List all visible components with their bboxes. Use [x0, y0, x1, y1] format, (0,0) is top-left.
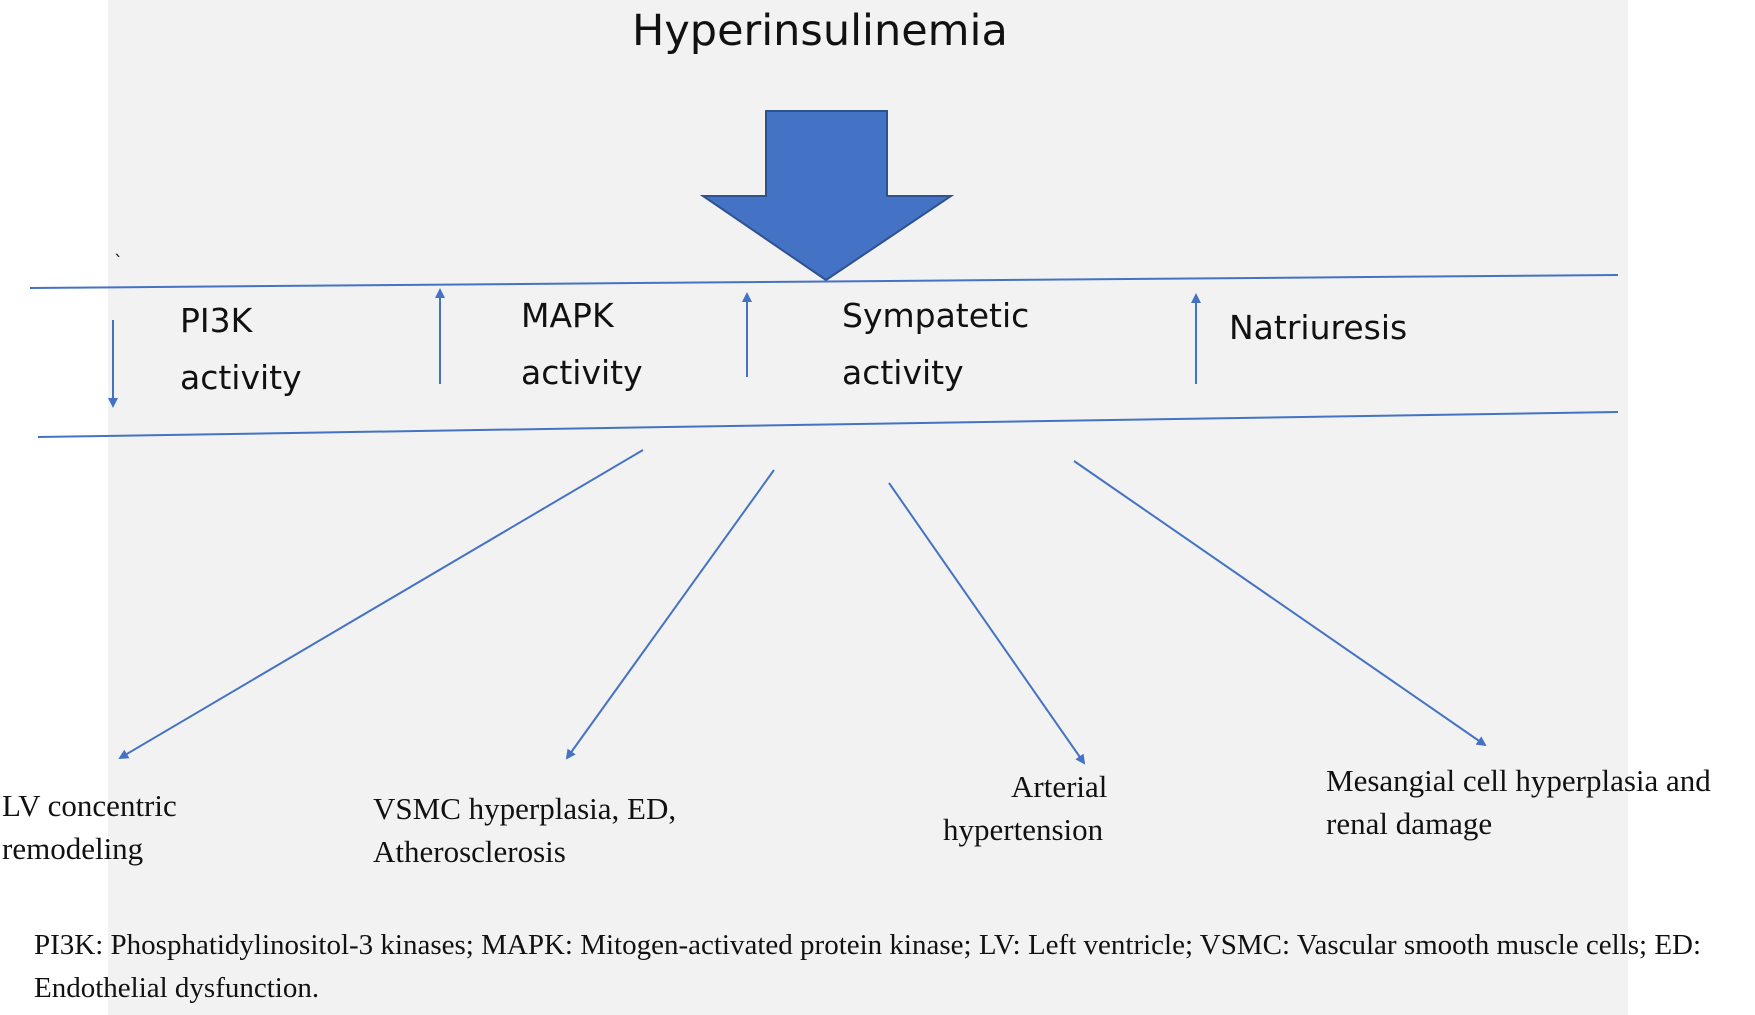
effect-label-line2: activity: [521, 353, 643, 392]
outcome-label-line1: Arterial: [1011, 769, 1108, 804]
effect-label-line2: activity: [842, 353, 964, 392]
abbreviations-footnote: PI3K: Phosphatidylinositol-3 kinases; MA…: [34, 929, 1702, 1004]
outcome-mesangial-hyperplasia: Mesangial cell hyperplasia and renal dam…: [1326, 759, 1711, 845]
outcome-arterial-hypertension: Arterial hypertension: [943, 765, 1107, 851]
diagram-title: Hyperinsulinemia: [632, 6, 1008, 56]
outcome-label-line1: Mesangial cell hyperplasia and: [1326, 763, 1711, 798]
effect-label-line1: MAPK: [521, 296, 614, 335]
band-bottom-line: [37, 411, 1619, 438]
effect-natriuresis: Natriuresis: [1229, 299, 1407, 356]
arrow-to-mesangial-hyperplasia: [1073, 460, 1487, 747]
outcome-lv-remodeling: LV concentric remodeling: [2, 784, 177, 870]
outcome-label-line1: LV concentric: [2, 788, 177, 823]
outcome-label-line1: VSMC hyperplasia, ED,: [373, 791, 677, 826]
effect-mapk: MAPK activity: [521, 287, 643, 401]
band-top-line: [29, 274, 1619, 289]
outcome-label-line2: hypertension: [943, 812, 1104, 847]
outcome-label-line2: renal damage: [1326, 806, 1493, 841]
effect-sympathetic: Sympatetic activity: [842, 287, 1029, 401]
effect-label-line1: Natriuresis: [1229, 308, 1408, 347]
outcome-label-line2: remodeling: [2, 831, 144, 866]
arrow-to-vsmc-hyperplasia: [565, 469, 775, 760]
outcome-vsmc-hyperplasia: VSMC hyperplasia, ED, Atherosclerosis: [373, 787, 676, 873]
stray-mark: `: [114, 252, 123, 273]
arrow-to-lv-remodeling: [118, 449, 644, 760]
outcome-label-line2: Atherosclerosis: [373, 834, 566, 869]
effect-label-line1: PI3K: [180, 301, 253, 340]
main-down-arrow: [699, 110, 955, 282]
arrow-to-arterial-hypertension: [888, 482, 1086, 765]
effect-pi3k: PI3K activity: [180, 292, 302, 406]
effect-label-line1: Sympatetic: [842, 296, 1030, 335]
effect-label-line2: activity: [180, 358, 302, 397]
